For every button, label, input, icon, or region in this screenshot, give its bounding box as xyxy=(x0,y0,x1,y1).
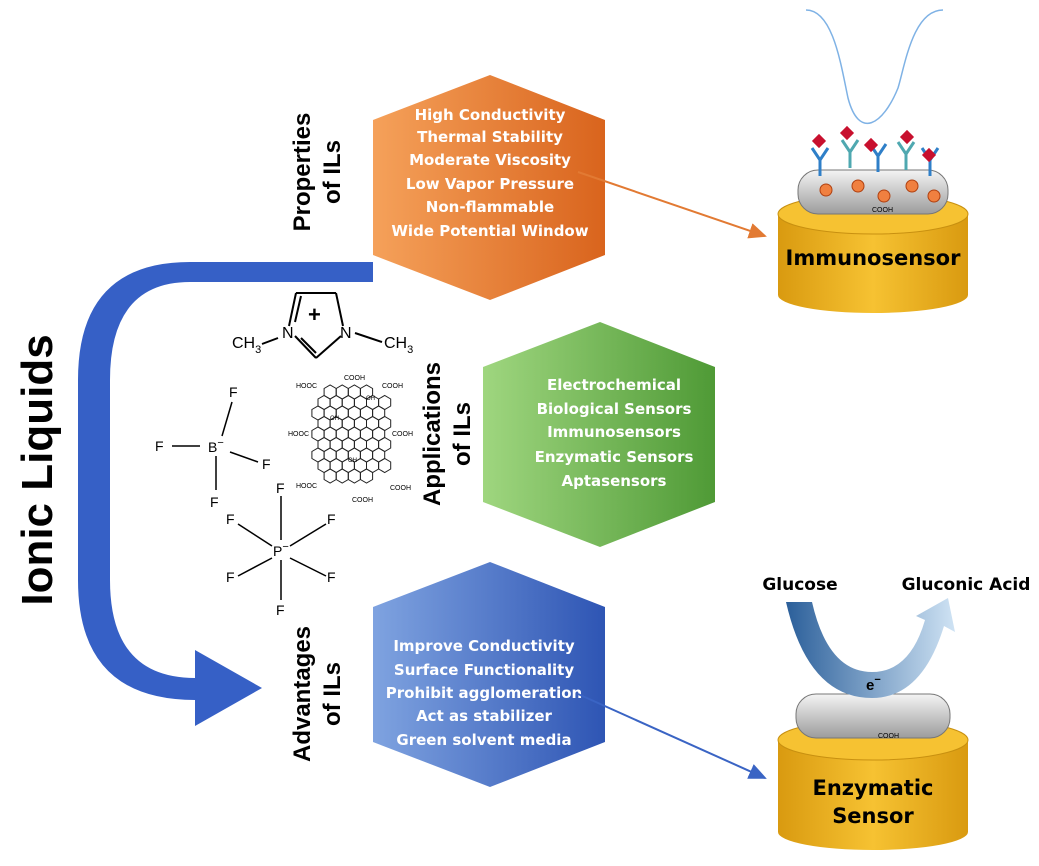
bf4-boron: B− xyxy=(208,437,224,455)
properties-item-5: Wide Potential Window xyxy=(391,222,588,240)
properties-item-1: Thermal Stability xyxy=(417,128,563,146)
cation-n-left: N xyxy=(282,325,294,342)
graphene-ring xyxy=(323,468,337,484)
properties-item-2: Moderate Viscosity xyxy=(409,151,571,169)
advantages-items: Improve Conductivity Surface Functionali… xyxy=(386,637,582,749)
immunosensor-peak-curve xyxy=(805,9,944,124)
properties-to-immunosensor-arrow xyxy=(577,171,767,239)
ch3-right: CH3 xyxy=(384,335,413,356)
bf4-f-left: F xyxy=(155,438,164,454)
enzymatic-label-line1: Enzymatic xyxy=(813,776,934,800)
ch3-left: CH3 xyxy=(232,335,261,356)
advantages-item-3: Act as stabilizer xyxy=(416,707,552,725)
immunosensor-label: Immunosensor xyxy=(786,246,962,270)
enzymatic-label-line2: Sensor xyxy=(832,804,914,828)
graphene-ring xyxy=(359,468,374,484)
graphene-ring xyxy=(378,457,392,474)
immunosensor-device: COOH Immunosensor xyxy=(777,9,969,313)
applications-label: Applications of ILs xyxy=(419,362,476,506)
advantages-label-line1: Advantages xyxy=(289,626,316,762)
advantages-hexagon xyxy=(373,562,605,787)
cation-plus: + xyxy=(308,302,321,327)
imidazolium-cation xyxy=(261,292,383,359)
properties-hexagon xyxy=(373,75,605,300)
pf6-f-bottom: F xyxy=(276,602,285,618)
go-cooh-bottom: COOH xyxy=(352,497,373,504)
advantages-label-line2: of ILs xyxy=(319,662,346,726)
main-title: Ionic Liquids xyxy=(13,334,62,605)
pf6-f-upper-left: F xyxy=(226,511,235,527)
applications-item-2: Immunosensors xyxy=(547,423,681,441)
enzymatic-electrode-pad xyxy=(795,693,951,739)
go-hooc-bottom-left: HOOC xyxy=(296,483,317,490)
graphene-ring xyxy=(347,468,361,484)
advantages-item-4: Green solvent media xyxy=(396,731,571,749)
properties-label-line2: of ILs xyxy=(319,140,346,204)
properties-item-0: High Conductivity xyxy=(415,106,566,124)
hexafluorophosphate-anion xyxy=(237,496,327,600)
go-cooh-bottom-right: COOH xyxy=(390,485,411,492)
tetrafluoroborate-anion xyxy=(172,401,259,490)
advantages-to-enzymatic-arrow xyxy=(577,693,767,779)
pf6-f-top: F xyxy=(276,480,285,496)
bf4-f-bottom: F xyxy=(210,494,219,510)
gluconic-acid-label: Gluconic Acid xyxy=(902,575,1031,595)
cation-n-right: N xyxy=(340,325,352,342)
big-curved-arrow xyxy=(78,262,373,726)
enzymatic-cooh-tag: COOH xyxy=(878,733,899,740)
applications-item-3: Enzymatic Sensors xyxy=(535,448,694,466)
graphene-ring xyxy=(335,468,349,484)
glucose-label: Glucose xyxy=(762,575,837,595)
advantages-item-0: Improve Conductivity xyxy=(393,637,575,655)
nanoparticles xyxy=(819,179,941,203)
advantages-item-2: Prohibit agglomeration xyxy=(386,684,582,702)
applications-item-0: Electrochemical xyxy=(547,376,681,394)
applications-hexagon xyxy=(483,322,715,547)
enzymatic-sensor-cylinder xyxy=(778,740,968,850)
glucose-conversion-arc xyxy=(786,598,955,698)
properties-label: Properties of ILs xyxy=(289,113,346,232)
enzymatic-sensor-device: COOH Glucose Gluconic Acid e− Enzymatic … xyxy=(762,575,1030,850)
go-oh-1: OH xyxy=(366,396,375,402)
electron-label: e− xyxy=(866,674,881,694)
applications-label-line1: Applications xyxy=(419,362,446,506)
graphene-oxide-sheet: COOH HOOC COOH HOOC COOH HOOC COOH COOH … xyxy=(288,375,413,504)
pf6-f-upper-right: F xyxy=(327,511,336,527)
advantages-item-1: Surface Functionality xyxy=(394,661,574,679)
properties-label-line1: Properties xyxy=(289,113,316,232)
go-cooh-mid-right: COOH xyxy=(392,431,413,438)
immunosensor-cooh-tag: COOH xyxy=(872,207,893,214)
go-hooc-top-left: HOOC xyxy=(296,383,317,390)
antigens xyxy=(811,125,937,163)
go-oh-2: OH xyxy=(330,416,339,422)
pf6-f-lower-left: F xyxy=(226,569,235,585)
immunosensor-cylinder xyxy=(778,214,968,313)
go-oh-3: OH xyxy=(348,458,357,464)
pf6-f-lower-right: F xyxy=(327,569,336,585)
bf4-f-top: F xyxy=(229,384,238,400)
properties-item-3: Low Vapor Pressure xyxy=(406,175,574,193)
go-hooc-mid-left: HOOC xyxy=(288,431,309,438)
properties-items: High Conductivity Thermal Stability Mode… xyxy=(391,106,588,240)
go-cooh-top: COOH xyxy=(344,375,365,382)
applications-item-4: Aptasensors xyxy=(562,472,667,490)
applications-item-1: Biological Sensors xyxy=(537,400,692,418)
bf4-f-right: F xyxy=(262,456,271,472)
properties-item-4: Non-flammable xyxy=(426,198,554,216)
advantages-label: Advantages of ILs xyxy=(289,626,346,762)
pf6-phosphorus: P− xyxy=(273,541,289,559)
go-cooh-top-right: COOH xyxy=(382,383,403,390)
applications-label-line2: of ILs xyxy=(449,402,476,466)
applications-items: Electrochemical Biological Sensors Immun… xyxy=(535,376,694,490)
